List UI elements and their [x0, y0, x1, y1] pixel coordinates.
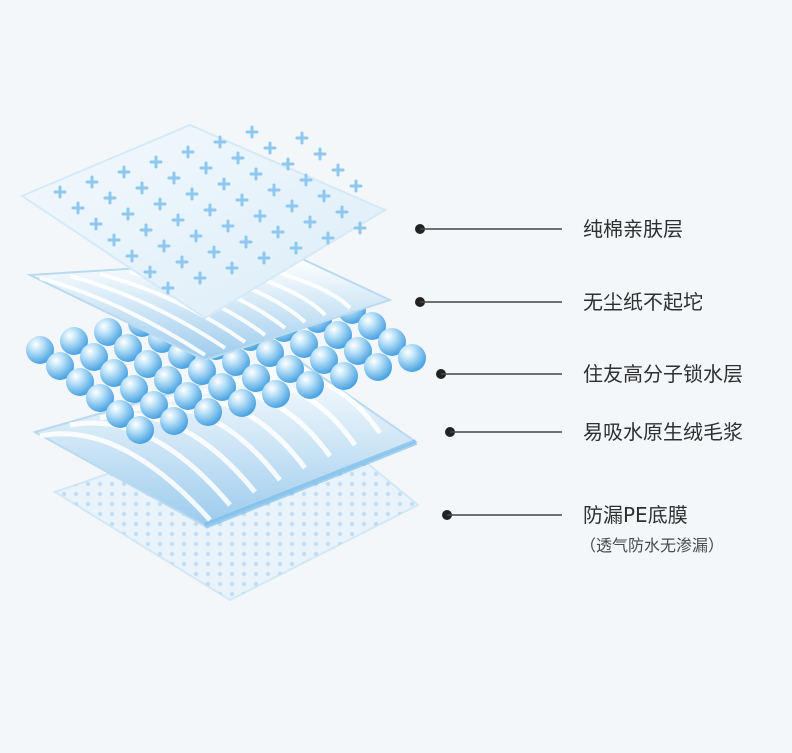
sap-bead	[310, 346, 338, 374]
cotton-pattern-mark	[321, 231, 335, 245]
sap-bead	[106, 400, 134, 428]
cotton-pattern-mark	[53, 185, 67, 199]
cotton-pattern-mark	[225, 261, 239, 275]
layer-label-sap: 住友高分子锁水层	[583, 362, 743, 386]
cotton-pattern-mark	[71, 201, 85, 215]
sap-bead	[126, 416, 154, 444]
sap-bead	[26, 336, 54, 364]
cotton-pattern-mark	[193, 271, 207, 285]
sap-bead	[256, 339, 284, 367]
cotton-top-layer	[19, 123, 388, 320]
sap-bead	[344, 337, 372, 365]
cotton-pattern-mark	[317, 189, 331, 203]
cotton-pattern-mark	[349, 179, 363, 193]
cotton-pattern-mark	[167, 171, 181, 185]
sap-bead	[134, 350, 162, 378]
cotton-pattern-mark	[89, 217, 103, 231]
cotton-pattern-mark	[199, 161, 213, 175]
cotton-pattern-mark	[257, 251, 271, 265]
layer-label-cotton: 纯棉亲肤层	[583, 217, 683, 241]
cotton-pattern-mark	[85, 175, 99, 189]
cotton-pattern-mark	[175, 255, 189, 269]
sap-bead	[140, 391, 168, 419]
cotton-pattern-mark	[153, 197, 167, 211]
sap-bead	[364, 353, 392, 381]
sap-bead	[208, 373, 236, 401]
cotton-pattern-mark	[213, 135, 227, 149]
cotton-pattern-mark	[121, 207, 135, 221]
sap-bead	[66, 368, 94, 396]
sap-bead	[296, 371, 324, 399]
cotton-pattern-mark	[107, 233, 121, 247]
layer-label-dust-free-paper: 无尘纸不起坨	[583, 290, 703, 314]
sap-bead	[330, 362, 358, 390]
cotton-pattern-mark	[267, 183, 281, 197]
sap-bead	[100, 359, 128, 387]
cotton-pattern-mark	[103, 191, 117, 205]
cotton-pattern-mark	[353, 221, 367, 235]
cotton-pattern-mark	[285, 199, 299, 213]
layer-sublabel-pe-film: （透气防水无渗漏）	[580, 536, 725, 555]
sap-bead	[46, 352, 74, 380]
sap-bead	[80, 343, 108, 371]
cotton-pattern-mark	[189, 229, 203, 243]
cotton-pattern-mark	[299, 173, 313, 187]
cotton-pattern-mark	[335, 205, 349, 219]
cotton-pattern-mark	[239, 235, 253, 249]
cotton-pattern-mark	[161, 281, 175, 295]
cotton-pattern-mark	[253, 209, 267, 223]
cotton-pattern-mark	[157, 239, 171, 253]
cotton-pattern-mark	[117, 165, 131, 179]
cotton-pattern-mark	[139, 223, 153, 237]
cotton-pattern-mark	[303, 215, 317, 229]
cotton-pattern-mark	[235, 193, 249, 207]
sap-bead	[358, 312, 386, 340]
sap-bead	[94, 318, 122, 346]
cotton-pattern-mark	[295, 131, 309, 145]
sap-bead	[398, 344, 426, 372]
cotton-pattern-mark	[125, 249, 139, 263]
sap-bead	[290, 330, 318, 358]
layer-label-fluff-pulp: 易吸水原生绒毛浆	[583, 420, 743, 444]
sap-bead	[378, 328, 406, 356]
sap-bead	[276, 355, 304, 383]
sap-bead	[222, 348, 250, 376]
cotton-pattern-mark	[249, 167, 263, 181]
cotton-pattern-mark	[231, 151, 245, 165]
sap-bead	[160, 407, 188, 435]
cotton-pattern-mark	[313, 147, 327, 161]
sap-bead	[154, 366, 182, 394]
cotton-pattern-mark	[185, 187, 199, 201]
cotton-pattern-mark	[281, 157, 295, 171]
cotton-pattern-mark	[263, 141, 277, 155]
cotton-pattern-mark	[245, 125, 259, 139]
sap-bead	[60, 327, 88, 355]
sap-bead	[114, 334, 142, 362]
cotton-pattern-mark	[217, 177, 231, 191]
cotton-pattern-mark	[331, 163, 345, 177]
sap-bead	[120, 375, 148, 403]
cotton-pattern-mark	[289, 241, 303, 255]
sap-bead	[262, 380, 290, 408]
cotton-pattern-mark	[135, 181, 149, 195]
cotton-pattern-mark	[171, 213, 185, 227]
cotton-pattern-mark	[203, 203, 217, 217]
sap-bead	[242, 364, 270, 392]
sap-bead	[324, 321, 352, 349]
cotton-pattern-mark	[143, 265, 157, 279]
sap-bead	[86, 384, 114, 412]
cotton-pattern-mark	[207, 245, 221, 259]
cotton-pattern-mark	[149, 155, 163, 169]
cotton-pattern-mark	[271, 225, 285, 239]
sap-bead	[174, 382, 202, 410]
layer-label-pe-film: 防漏PE底膜	[583, 503, 688, 527]
cotton-pattern-mark	[221, 219, 235, 233]
sap-bead	[188, 357, 216, 385]
sap-bead	[194, 398, 222, 426]
cotton-pattern-mark	[181, 145, 195, 159]
callouts	[415, 224, 562, 520]
sap-bead	[228, 389, 256, 417]
